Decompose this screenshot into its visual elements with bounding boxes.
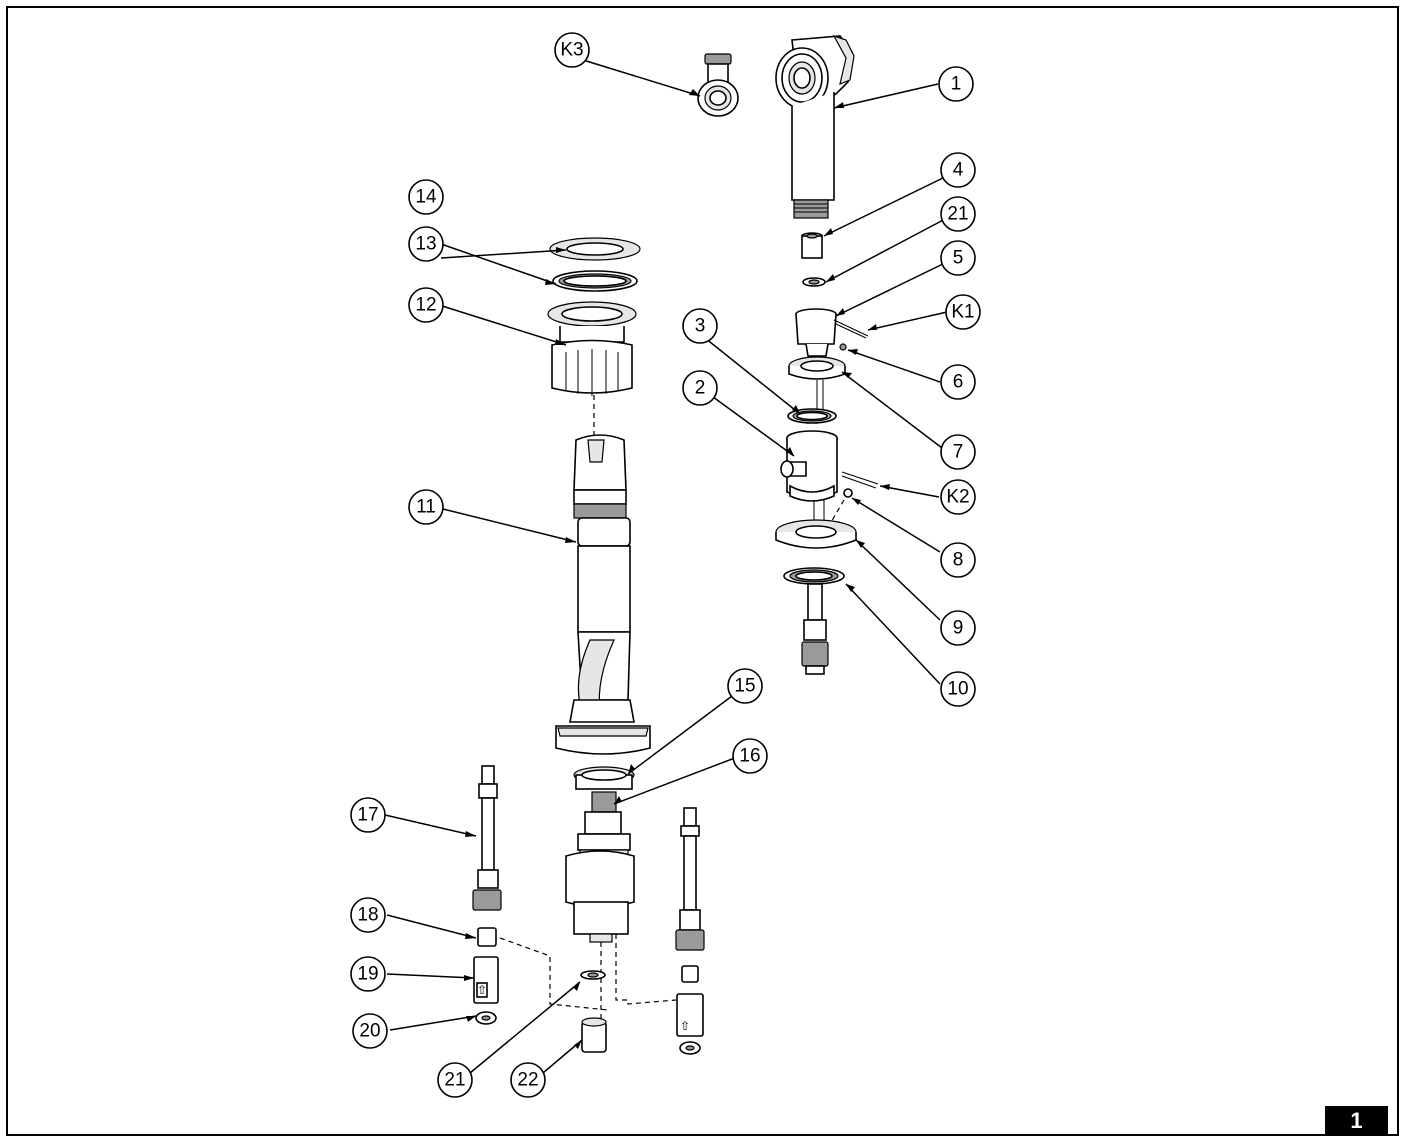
svg-text:2: 2 [695, 378, 706, 399]
part-6-pin [839, 343, 847, 351]
callout-2: 2 [682, 370, 718, 406]
part-20-cap-left [475, 1011, 497, 1025]
leader-lines [384, 55, 948, 1079]
part-k1-key [833, 319, 869, 339]
part-k2-key [841, 471, 879, 489]
drawing-frame [6, 6, 1399, 1136]
part-17-hose-left [472, 765, 502, 911]
figure-number-badge: 1 [1325, 1106, 1388, 1136]
part-15-bushing [573, 766, 635, 790]
callout-21-lower: 21 [437, 1062, 473, 1098]
callout-k1: K1 [945, 294, 981, 330]
callout-20: 20 [352, 1013, 388, 1049]
callout-14: 14 [408, 179, 444, 215]
part-3-o-ring [787, 408, 837, 424]
svg-text:10: 10 [947, 679, 968, 700]
hose-right: ⇧ [675, 807, 705, 1055]
svg-text:4: 4 [953, 160, 964, 181]
spindle-stem [801, 583, 829, 675]
svg-text:K2: K2 [946, 487, 969, 508]
cartridge-lower-body [565, 811, 635, 943]
callout-11: 11 [408, 489, 444, 525]
svg-text:5: 5 [953, 248, 964, 269]
svg-text:8: 8 [953, 550, 964, 571]
callout-21-upper: 21 [940, 196, 976, 232]
part-18-fitting-left [477, 927, 497, 947]
svg-text:18: 18 [357, 905, 378, 926]
svg-text:12: 12 [415, 295, 436, 316]
callout-5: 5 [940, 240, 976, 276]
svg-text:K1: K1 [951, 302, 974, 323]
svg-text:14: 14 [415, 187, 437, 208]
callout-22: 22 [510, 1062, 546, 1098]
part-19-valve-body-left: ⇧ [473, 956, 499, 1004]
part-5-connector [795, 308, 837, 357]
callout-18: 18 [350, 897, 386, 933]
part-13-seal-ring [552, 270, 638, 292]
svg-text:3: 3 [695, 316, 706, 337]
part-9-base-ring [775, 519, 857, 549]
svg-text:21: 21 [444, 1070, 465, 1091]
callout-k2: K2 [940, 479, 976, 515]
svg-text:7: 7 [953, 442, 964, 463]
callout-19: 19 [350, 956, 386, 992]
routing-line-right [615, 934, 677, 1005]
part-1-handle [775, 34, 855, 219]
callout-16: 16 [732, 738, 768, 774]
callout-6: 6 [940, 364, 976, 400]
callout-8: 8 [940, 542, 976, 578]
svg-text:20: 20 [359, 1021, 380, 1042]
callout-7: 7 [940, 434, 976, 470]
svg-text:9: 9 [953, 618, 964, 639]
svg-text:17: 17 [357, 805, 378, 826]
svg-text:22: 22 [517, 1070, 538, 1091]
callout-k3: K3 [554, 32, 590, 68]
callout-12: 12 [408, 287, 444, 323]
svg-text:⇧: ⇧ [477, 983, 487, 997]
callout-4: 4 [940, 152, 976, 188]
part-21-washer-lower [580, 970, 606, 980]
svg-text:19: 19 [357, 964, 378, 985]
part-8-ball [843, 488, 853, 498]
svg-text:15: 15 [734, 676, 755, 697]
callout-15: 15 [727, 668, 763, 704]
part-2-valve-body [780, 430, 838, 502]
part-12-nut [547, 301, 637, 396]
svg-text:16: 16 [739, 746, 760, 767]
svg-text:1: 1 [951, 74, 962, 95]
svg-text:K3: K3 [560, 40, 583, 61]
part-21-washer-upper [802, 277, 826, 287]
svg-text:11: 11 [416, 497, 436, 518]
part-10-seal [783, 567, 845, 585]
callout-1: 1 [938, 66, 974, 102]
callout-9: 9 [940, 610, 976, 646]
part-4-insert [801, 232, 823, 259]
svg-text:13: 13 [415, 234, 436, 255]
svg-text:6: 6 [953, 372, 964, 393]
part-k3-clip [697, 53, 739, 117]
leader-arrowheads [464, 89, 890, 1049]
callout-17: 17 [350, 797, 386, 833]
part-16-spring [591, 791, 617, 813]
part-11-cartridge-body [555, 434, 651, 755]
part-7-ring [788, 356, 846, 380]
part-22-nut-lower [581, 1017, 607, 1053]
svg-text:21: 21 [947, 204, 968, 225]
svg-text:⇧: ⇧ [680, 1019, 690, 1033]
callout-13: 13 [408, 226, 444, 262]
callout-3: 3 [682, 308, 718, 344]
callout-10: 10 [940, 671, 976, 707]
part-14-flange-ring [549, 237, 641, 261]
routing-line-left [499, 937, 609, 1011]
